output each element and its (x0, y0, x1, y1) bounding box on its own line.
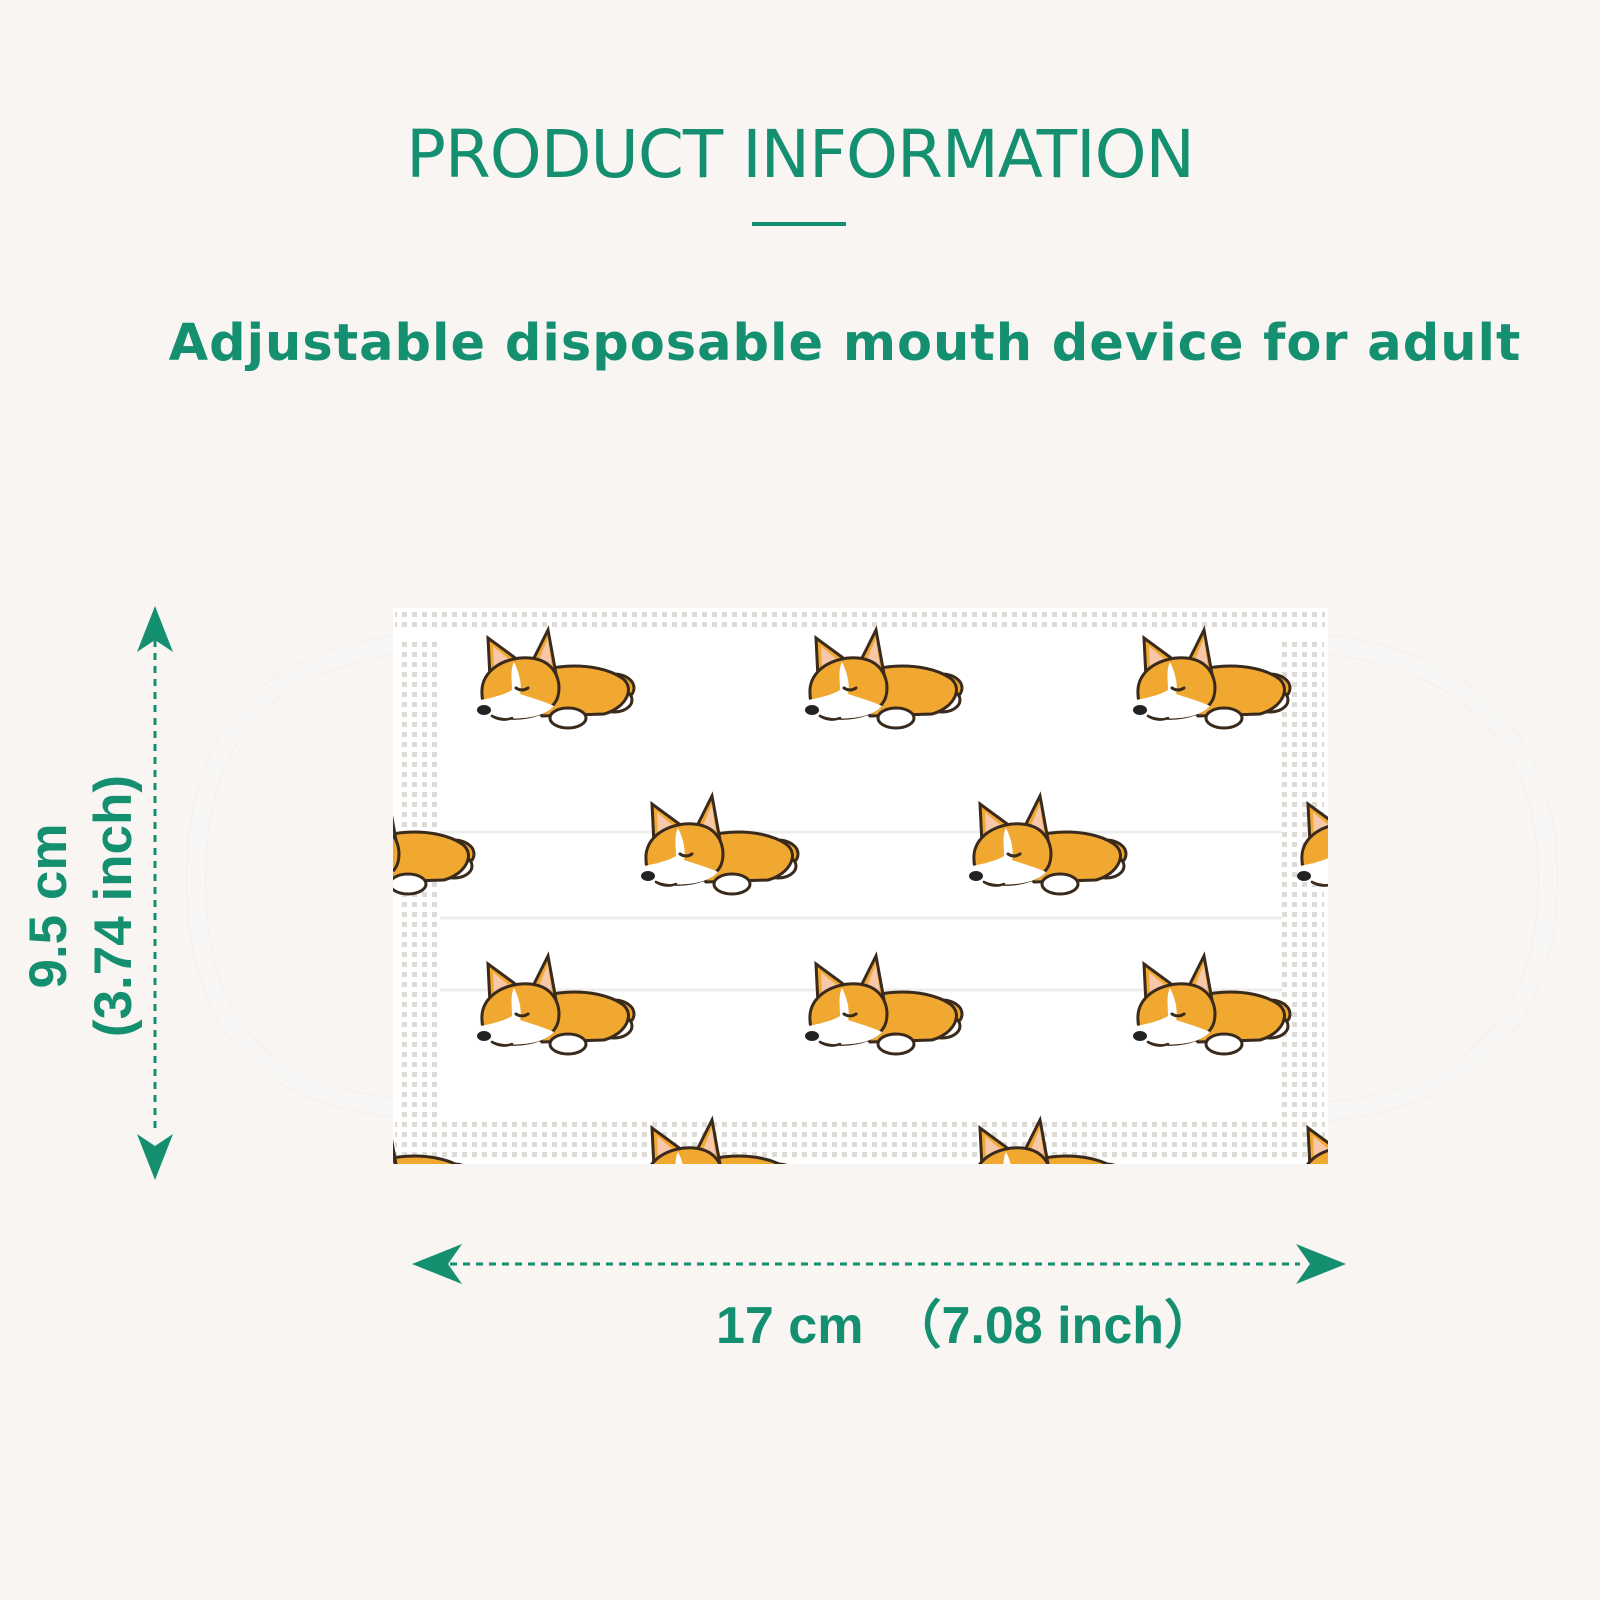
width-dimension-label: 17 cm （7.08 inch） (716, 1300, 1216, 1352)
page-title: PRODUCT INFORMATION (406, 116, 1195, 193)
product-subtitle: Adjustable disposable mouth device for a… (168, 314, 1522, 373)
width-cm: 17 cm (716, 1297, 864, 1355)
title-underline (752, 222, 846, 226)
width-dimension-arrow (412, 1244, 1346, 1284)
height-dimension-arrow (137, 606, 173, 1180)
left-ear-strap (186, 635, 402, 1117)
height-dimension-label: 9.5 cm (3.74 inch) (12, 606, 152, 1206)
width-inch: （7.08 inch） (889, 1297, 1217, 1355)
height-cm: 9.5 cm (19, 823, 78, 989)
right-ear-strap (1321, 635, 1558, 1121)
right-ear-strap-edge (1320, 634, 1559, 1122)
height-inch: (3.74 inch) (84, 774, 143, 1038)
left-ear-strap-edge (185, 634, 402, 1118)
